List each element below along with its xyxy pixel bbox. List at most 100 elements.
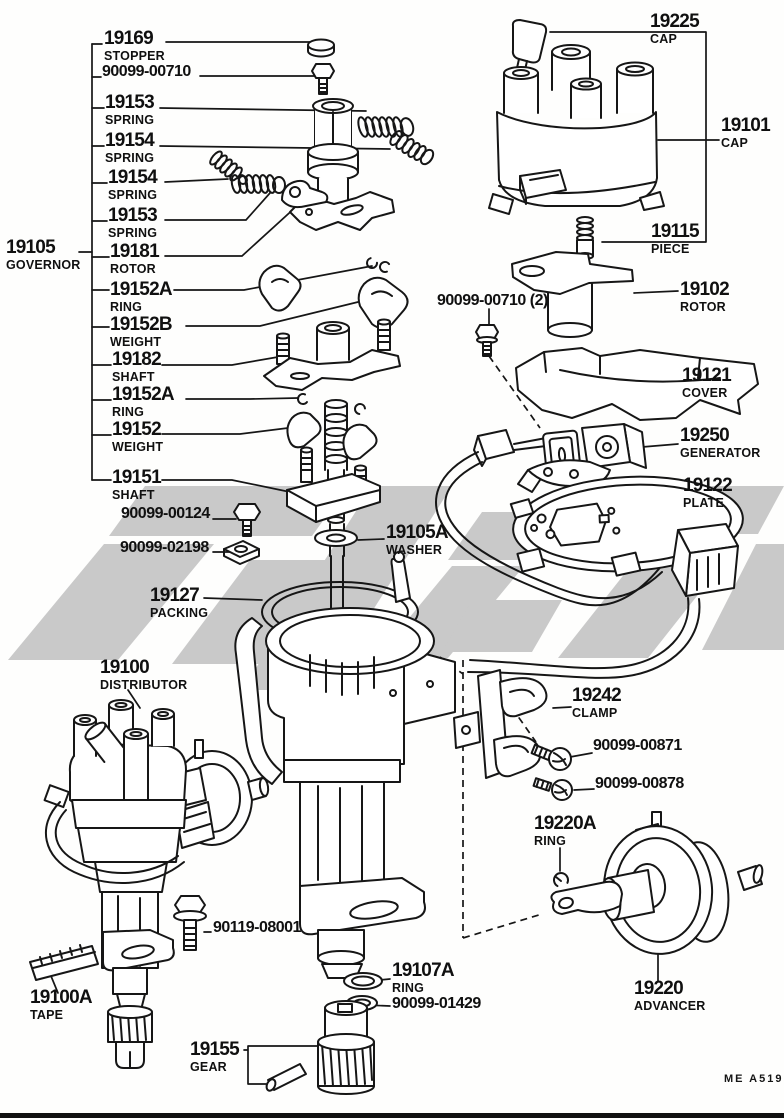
label-19127: 19127 PACKING xyxy=(150,586,208,620)
label-90099-01429: 90099-01429 xyxy=(392,996,481,1012)
part-ring-19220a xyxy=(553,872,569,888)
part-number: 90099-02198 xyxy=(120,539,209,556)
part-number: 19153 xyxy=(108,205,158,226)
part-number: 19220 xyxy=(634,978,684,999)
label-19122: 19122 PLATE xyxy=(683,475,733,510)
part-name: SPRING xyxy=(108,226,158,240)
leader-lines xyxy=(50,31,720,1085)
part-screw-90099-00871 xyxy=(530,743,572,771)
label-90119-08001: 90119-08001 xyxy=(213,920,301,936)
part-spring-19153-right xyxy=(357,116,415,138)
label-19102: 19102 ROTOR xyxy=(680,279,730,314)
label-19182: 19182 SHAFT xyxy=(112,350,162,384)
part-name: PLATE xyxy=(683,496,725,510)
part-bolt-90119-08001 xyxy=(173,895,207,951)
part-cap-piece-19225 xyxy=(511,19,548,71)
part-name: WEIGHT xyxy=(112,440,164,454)
part-pin xyxy=(265,1063,307,1092)
part-number: 19100A xyxy=(30,987,93,1008)
label-19242: 19242 CLAMP xyxy=(572,685,622,720)
part-name: DISTRIBUTOR xyxy=(100,678,188,692)
part-name: WEIGHT xyxy=(110,335,162,349)
part-number: 19115 xyxy=(651,221,700,242)
part-number: 19152B xyxy=(110,314,173,335)
part-number: 90099-00710 xyxy=(102,63,191,80)
label-19154-2: 19154 SPRING xyxy=(108,167,158,202)
part-number: 90099-00124 xyxy=(121,505,210,522)
label-90099-00124: 90099-00124 xyxy=(121,506,210,522)
page-bottom-border xyxy=(0,1113,784,1118)
part-number: 90099-00710 (2) xyxy=(437,292,548,309)
label-90099-00710-2: 90099-00710 (2) xyxy=(437,293,548,309)
part-name: TAPE xyxy=(30,1008,64,1022)
part-nut-90099-02198 xyxy=(223,540,260,565)
part-name: PIECE xyxy=(651,242,690,256)
part-spring-19153-left xyxy=(230,174,286,194)
label-19151: 19151 SHAFT xyxy=(112,467,162,502)
part-bolt-90099-00124 xyxy=(233,503,261,537)
label-19115: 19115 PIECE xyxy=(651,221,700,256)
label-19121: 19121 COVER xyxy=(682,365,732,400)
part-number: 19225 xyxy=(650,11,700,32)
part-washer-19105a xyxy=(314,529,358,547)
part-number: 19122 xyxy=(683,475,733,496)
label-90099-02198: 90099-02198 xyxy=(120,540,209,556)
part-name: GEAR xyxy=(190,1060,227,1074)
part-number: 19127 xyxy=(150,585,200,606)
part-clamp-19242 xyxy=(453,669,548,779)
part-number: 19154 xyxy=(105,130,155,151)
part-distributor-19100 xyxy=(43,699,270,1069)
label-19152a: 19152A RING xyxy=(110,280,173,314)
part-ring-19152a-top xyxy=(366,257,391,273)
part-ring-19107a xyxy=(343,972,383,990)
part-number: 19220A xyxy=(534,813,597,834)
label-19250: 19250 GENERATOR xyxy=(680,426,761,460)
part-name: SPRING xyxy=(108,188,158,202)
part-number: 19154 xyxy=(108,167,158,188)
part-number: 19102 xyxy=(680,279,730,300)
part-name: ROTOR xyxy=(680,300,726,314)
label-90099-00871: 90099-00871 xyxy=(593,738,682,754)
part-number: 19121 xyxy=(682,365,732,386)
part-name: SHAFT xyxy=(112,370,155,384)
part-name: CAP xyxy=(650,32,677,46)
label-19220: 19220 ADVANCER xyxy=(634,979,706,1013)
part-number: 19169 xyxy=(104,28,154,49)
part-number: 19181 xyxy=(110,241,160,262)
part-name: SHAFT xyxy=(112,488,155,502)
part-advancer-19220 xyxy=(550,811,764,955)
part-number: 90119-08001 xyxy=(213,919,301,936)
part-gear-19155 xyxy=(317,1000,375,1095)
part-name: COVER xyxy=(682,386,728,400)
part-screw-90099-00710 xyxy=(311,63,335,95)
part-stopper-19169 xyxy=(307,38,335,58)
part-cap-19101 xyxy=(488,44,665,215)
part-number: 90099-00878 xyxy=(595,775,684,792)
label-19152: 19152 WEIGHT xyxy=(112,420,163,454)
part-ring-19152a-mid xyxy=(297,393,367,415)
part-number: 90099-01429 xyxy=(392,995,481,1012)
drawing-code: ME A519 xyxy=(724,1073,784,1085)
label-19152a-2: 19152A RING xyxy=(112,385,175,419)
label-19225: 19225 CAP xyxy=(650,11,700,46)
part-number: 19105A xyxy=(386,522,449,543)
part-name: RING xyxy=(534,834,567,848)
part-name: STOPPER xyxy=(104,49,165,63)
part-name: CLAMP xyxy=(572,706,618,720)
part-number: 19242 xyxy=(572,685,622,706)
label-19105a: 19105A WASHER xyxy=(386,522,449,557)
part-cover-19121 xyxy=(515,347,759,421)
part-shaft-19151 xyxy=(286,446,381,641)
part-spring-19154-right xyxy=(389,130,435,166)
part-name: SPRING xyxy=(105,113,155,127)
part-plate-19122 xyxy=(467,475,744,679)
part-name: CAP xyxy=(721,136,748,150)
part-rotor-arm-19181 xyxy=(281,179,329,209)
part-tape-19100a xyxy=(29,944,99,981)
part-number: 19151 xyxy=(112,467,162,488)
part-name: ADVANCER xyxy=(634,999,706,1013)
label-19153-2: 19153 SPRING xyxy=(108,205,158,240)
part-number: 19155 xyxy=(190,1039,240,1060)
part-weight-19152-right xyxy=(342,423,378,461)
